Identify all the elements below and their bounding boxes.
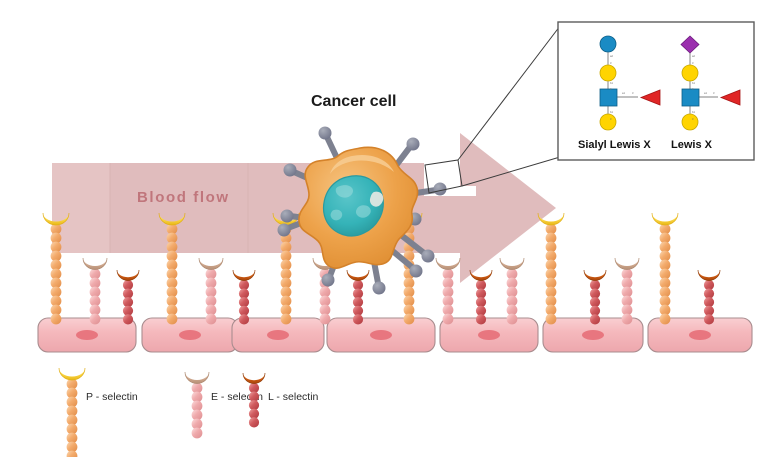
svg-text:a2: a2 [610,54,613,58]
svg-text:b1: b1 [692,110,695,114]
endothelial-cell [326,317,436,353]
svg-text:4: 4 [692,87,694,91]
legend-item-p-selectin: P - selectin [58,367,138,457]
glycan-structure-lewis-x: a2 3 b1 4 b1 3 a1 3 [680,35,741,131]
glycan-symbol-triangle [639,89,661,106]
svg-text:b1: b1 [610,110,613,114]
glycan-symbol-circle [599,35,617,53]
glycan-label-lewis-x: Lewis X [671,139,713,151]
endothelial-cell [141,317,239,353]
legend: P - selectin E - selectin L - selectin [58,367,319,457]
glycan-symbol-square [599,88,618,107]
svg-text:3: 3 [692,61,694,65]
glycan-symbol-circle [599,64,617,82]
svg-text:3: 3 [610,117,612,121]
ligand-cap [277,223,291,237]
endothelial-cell [231,317,325,353]
endothelial-cell [647,317,753,353]
glycan-symbol-square [681,88,700,107]
ligand-cap [283,163,297,177]
svg-text:4: 4 [610,87,612,91]
svg-text:a1: a1 [704,91,707,95]
svg-text:b1: b1 [610,81,613,85]
ligand-cap [409,264,423,278]
endothelium-row [37,317,753,353]
glycan-inset-panel: a2 3 b1 4 b1 3 a1 3 a2 3 b1 4 b1 3 a1 [557,21,755,161]
cancer-cell [277,126,447,295]
ligand-cap [406,137,420,151]
legend-label-p-selectin: P - selectin [86,391,138,403]
legend-item-l-selectin: L - selectin [242,372,319,428]
glycan-structure-sialyl-lewis-x: a2 3 b1 4 b1 3 a1 3 [599,35,661,131]
svg-text:a2: a2 [692,54,695,58]
inset-connector [424,25,561,194]
glycan-symbol-circle [599,113,617,131]
glycan-symbol-circle [681,113,699,131]
svg-text:3: 3 [713,91,715,95]
ligand-cap [318,126,332,140]
svg-text:3: 3 [610,61,612,65]
ligand-cap [433,182,447,196]
nucleus-texture [330,185,371,221]
glycan-symbol-diamond [680,35,700,54]
nucleolus-highlight [369,191,384,207]
endothelial-cell [37,317,137,353]
svg-text:3: 3 [692,117,694,121]
legend-label-l-selectin: L - selectin [268,391,319,403]
ligand-cap [280,209,294,223]
endothelial-cell [439,317,539,353]
ligand-cap [421,249,435,263]
glycan-symbol-triangle [719,89,741,106]
svg-text:a1: a1 [622,91,625,95]
ligand-cap [372,281,386,295]
ligand-cap [321,273,335,287]
blood-flow-label: Blood flow [137,189,230,206]
cancer-cell-label: Cancer cell [311,93,396,110]
glycan-symbol-circle [681,64,699,82]
glycan-label-sialyl-lewis-x: Sialyl Lewis X [578,139,651,151]
cancer-cell-cytoplasm-highlight [330,154,394,174]
svg-text:b1: b1 [692,81,695,85]
svg-text:3: 3 [632,91,634,95]
endothelial-cell [542,317,644,353]
